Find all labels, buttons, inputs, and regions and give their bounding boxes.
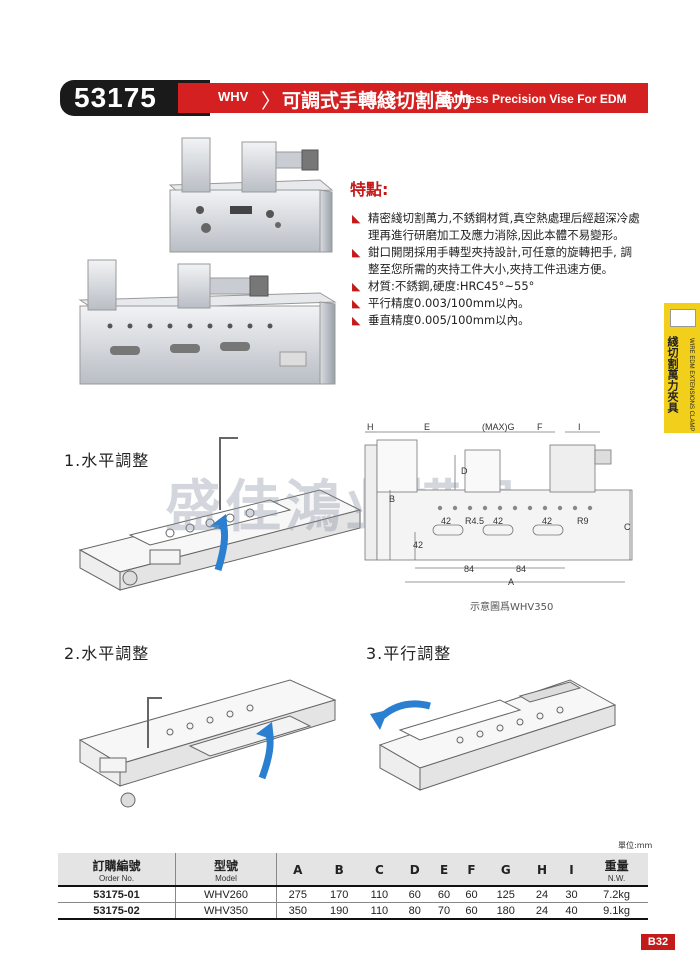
feature-item: ◣材質:不銹鋼,硬度:HRC45°~55° xyxy=(352,279,535,293)
bullet-triangle-icon: ◣ xyxy=(352,212,361,225)
cell-c: 110 xyxy=(359,886,400,903)
col-a: A xyxy=(276,853,319,887)
cell-f: 60 xyxy=(457,886,486,903)
cell-order-no: 53175-02 xyxy=(58,902,177,920)
col-h: H xyxy=(526,853,558,887)
page-number: B32 xyxy=(641,934,675,950)
title-english: Stainless Precision Vise For EDM xyxy=(436,92,627,106)
cell-weight: 7.2kg xyxy=(585,886,648,903)
cell-order-no: 53175-01 xyxy=(58,886,177,903)
step-2-label: 2.水平調整 xyxy=(64,644,150,663)
col-b: B xyxy=(318,853,360,887)
cell-d: 80 xyxy=(399,902,431,920)
product-code: 53175 xyxy=(74,82,157,113)
col-g: G xyxy=(485,853,527,887)
cell-a: 275 xyxy=(276,886,319,903)
title-chinese: 可調式手轉綫切割萬力 xyxy=(282,90,473,112)
feature-item: ◣鉗口開閉採用手轉型夾持設計,可任意的旋轉把手, 調整至您所需的夾持工件大小,夾… xyxy=(352,245,632,276)
cell-b: 170 xyxy=(318,886,360,903)
step-2-illustration xyxy=(78,679,337,808)
cell-b: 190 xyxy=(318,902,360,920)
bullet-triangle-icon: ◣ xyxy=(352,280,361,293)
bullet-triangle-icon: ◣ xyxy=(352,246,361,259)
cell-g: 180 xyxy=(485,902,527,920)
table-row: 53175-02 WHV350 350 190 110 80 70 60 180… xyxy=(58,902,648,920)
cell-i: 30 xyxy=(557,886,586,903)
banner-red-block xyxy=(178,83,648,113)
col-i: I xyxy=(557,853,586,887)
cell-f: 60 xyxy=(457,902,486,920)
dim-label-g: (MAX)G xyxy=(482,422,515,432)
cell-weight: 9.1kg xyxy=(585,902,648,920)
category-logo-icon xyxy=(670,309,696,327)
dim-label-e: E xyxy=(424,422,431,432)
dim-label-c: C xyxy=(624,522,631,532)
cell-d: 60 xyxy=(399,886,431,903)
product-photo xyxy=(78,137,337,385)
dim-label-42b: 42 xyxy=(493,516,504,526)
step-1-label: 1.水平調整 xyxy=(64,451,150,470)
cell-model: WHV260 xyxy=(175,886,277,903)
dim-label-42c: 42 xyxy=(542,516,553,526)
feature-item: ◣平行精度0.003/100mm以內。 xyxy=(352,296,530,310)
title-banner: 53175 WHV 〉 可調式手轉綫切割萬力 Stainless Precisi… xyxy=(60,80,648,116)
dim-label-f: F xyxy=(537,422,543,432)
series-label: WHV xyxy=(218,89,249,104)
diagram-caption: 示意圖爲WHV350 xyxy=(470,602,554,613)
bullet-triangle-icon: ◣ xyxy=(352,314,361,327)
features-list: ◣精密綫切割萬力,不銹鋼材質,真空熱處理后經超深冷處理再進行研磨加工及應力消除,… xyxy=(350,210,640,329)
dim-label-a: A xyxy=(508,577,515,587)
dim-label-b: B xyxy=(389,494,396,504)
table-row: 53175-01 WHV260 275 170 110 60 60 60 125… xyxy=(58,886,648,903)
col-e: E xyxy=(430,853,458,887)
dim-label-d: D xyxy=(461,466,468,476)
bullet-triangle-icon: ◣ xyxy=(352,297,361,310)
vise-large-image xyxy=(78,259,337,385)
dim-label-h: H xyxy=(367,422,374,432)
category-side-tab xyxy=(664,303,700,433)
cell-h: 24 xyxy=(526,902,558,920)
chevron-icon: 〉 xyxy=(261,89,281,113)
step-3-illustration xyxy=(370,679,617,791)
cell-e: 70 xyxy=(430,902,458,920)
dim-label-i: I xyxy=(578,422,581,432)
col-d: D xyxy=(399,853,431,887)
cell-c: 110 xyxy=(359,902,400,920)
step-3-label: 3.平行調整 xyxy=(366,644,452,663)
col-f: F xyxy=(457,853,486,887)
cell-g: 125 xyxy=(485,886,527,903)
vise-small-image xyxy=(168,137,334,253)
dim-label-r45: R4.5 xyxy=(465,516,485,526)
unit-label: 單位:mm xyxy=(618,841,653,850)
feature-item: ◣垂直精度0.005/100mm以內。 xyxy=(352,313,530,327)
dim-label-r9: R9 xyxy=(577,516,589,526)
feature-item: ◣精密綫切割萬力,不銹鋼材質,真空熱處理后經超深冷處理再進行研磨加工及應力消除,… xyxy=(352,211,640,242)
side-tab-label-en: WIRE EDM EXTENSIONS CLAMP xyxy=(688,338,694,432)
cell-model: WHV350 xyxy=(175,902,277,920)
dimension-diagram xyxy=(364,431,633,583)
dim-label-84a: 84 xyxy=(464,564,475,574)
dim-label-84b: 84 xyxy=(516,564,527,574)
dim-label-42a: 42 xyxy=(441,516,452,526)
features-title: 特點: xyxy=(350,180,389,199)
step-1-illustration xyxy=(78,437,362,591)
side-tab-label-zh: 綫切割萬力夾具 xyxy=(666,336,679,413)
cell-i: 40 xyxy=(557,902,586,920)
cell-h: 24 xyxy=(526,886,558,903)
cell-a: 350 xyxy=(276,902,319,920)
col-c: C xyxy=(359,853,400,887)
dim-label-42v: 42 xyxy=(413,540,424,550)
cell-e: 60 xyxy=(430,886,458,903)
